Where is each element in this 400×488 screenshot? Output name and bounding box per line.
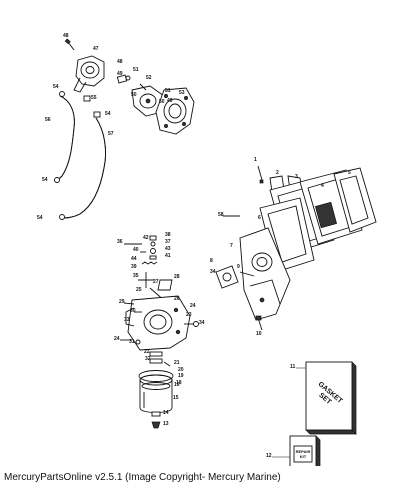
callout-30: 30 <box>130 308 136 314</box>
callout-21: 21 <box>174 360 180 366</box>
callout-44: 44 <box>131 256 137 262</box>
gasket-set-box: GASKETSET <box>296 361 357 435</box>
callout-36: 36 <box>117 239 123 245</box>
callout-18: 18 <box>176 380 182 386</box>
callout-25: 25 <box>136 287 142 293</box>
gasket-8 <box>215 265 239 289</box>
callout-56: 56 <box>45 117 51 123</box>
callout-13: 13 <box>163 421 169 427</box>
callout-53: 53 <box>179 90 185 96</box>
callout-40: 40 <box>133 247 139 253</box>
callout-47: 47 <box>93 46 99 52</box>
callout-39: 39 <box>131 264 137 270</box>
callout-48: 48 <box>63 33 69 39</box>
callout-57: 57 <box>108 131 114 137</box>
footer-caption: MercuryPartsOnline v2.5.1 (Image Copyrig… <box>4 472 281 483</box>
callout-49: 49 <box>167 98 173 104</box>
callout-51: 51 <box>165 88 171 94</box>
fuel-pump-assembly <box>64 38 195 135</box>
callout-33: 33 <box>124 317 130 323</box>
callout-15: 15 <box>173 395 179 401</box>
callout-54: 54 <box>37 215 43 221</box>
callout-20: 20 <box>178 367 184 373</box>
callout-28: 28 <box>174 274 180 280</box>
callout-52: 52 <box>146 75 152 81</box>
callout-29: 29 <box>119 299 125 305</box>
callout-22: 22 <box>144 349 150 355</box>
callout-3: 3 <box>295 174 298 180</box>
callout-54: 54 <box>105 111 111 117</box>
callout-10: 10 <box>256 331 262 337</box>
callout-11: 11 <box>290 364 296 370</box>
callout-37: 37 <box>165 239 171 245</box>
callout-23: 23 <box>186 312 192 318</box>
callout-54: 54 <box>53 84 59 90</box>
callout-8: 8 <box>210 258 213 264</box>
callout-50: 50 <box>131 92 137 98</box>
callout-58: 58 <box>218 212 224 218</box>
callout-14: 14 <box>163 410 169 416</box>
callout-49: 49 <box>117 71 123 77</box>
callout-26: 26 <box>174 296 180 302</box>
callout-1: 1 <box>254 157 257 163</box>
callout-32: 32 <box>145 356 151 362</box>
callout-34: 34 <box>210 269 216 275</box>
callout-50: 50 <box>159 99 165 105</box>
callout-55: 55 <box>91 95 97 101</box>
callout-43: 43 <box>165 246 171 252</box>
callout-35: 35 <box>133 273 139 279</box>
callout-42: 42 <box>143 235 149 241</box>
callout-7: 7 <box>230 243 233 249</box>
callout-51: 51 <box>133 67 139 73</box>
callout-41: 41 <box>165 253 171 259</box>
callout-34: 34 <box>199 320 205 326</box>
callout-24: 24 <box>190 303 196 309</box>
callout-9: 9 <box>237 264 240 270</box>
callout-19: 19 <box>178 373 184 379</box>
callout-31: 31 <box>129 339 135 345</box>
callout-48: 48 <box>117 59 123 65</box>
callout-38: 38 <box>165 232 171 238</box>
callout-6: 6 <box>258 215 261 221</box>
callout-5: 5 <box>348 170 351 176</box>
callout-4: 4 <box>321 183 324 189</box>
callout-16: 16 <box>174 382 180 388</box>
fuel-hoses <box>53 91 107 220</box>
callout-54: 54 <box>42 177 48 183</box>
callout-2: 2 <box>276 170 279 176</box>
intake-manifold-assembly <box>223 165 377 331</box>
callout-12: 12 <box>266 453 272 459</box>
callout-27: 27 <box>153 279 159 285</box>
callout-24: 24 <box>114 336 120 342</box>
carburetor-assembly <box>120 235 199 429</box>
